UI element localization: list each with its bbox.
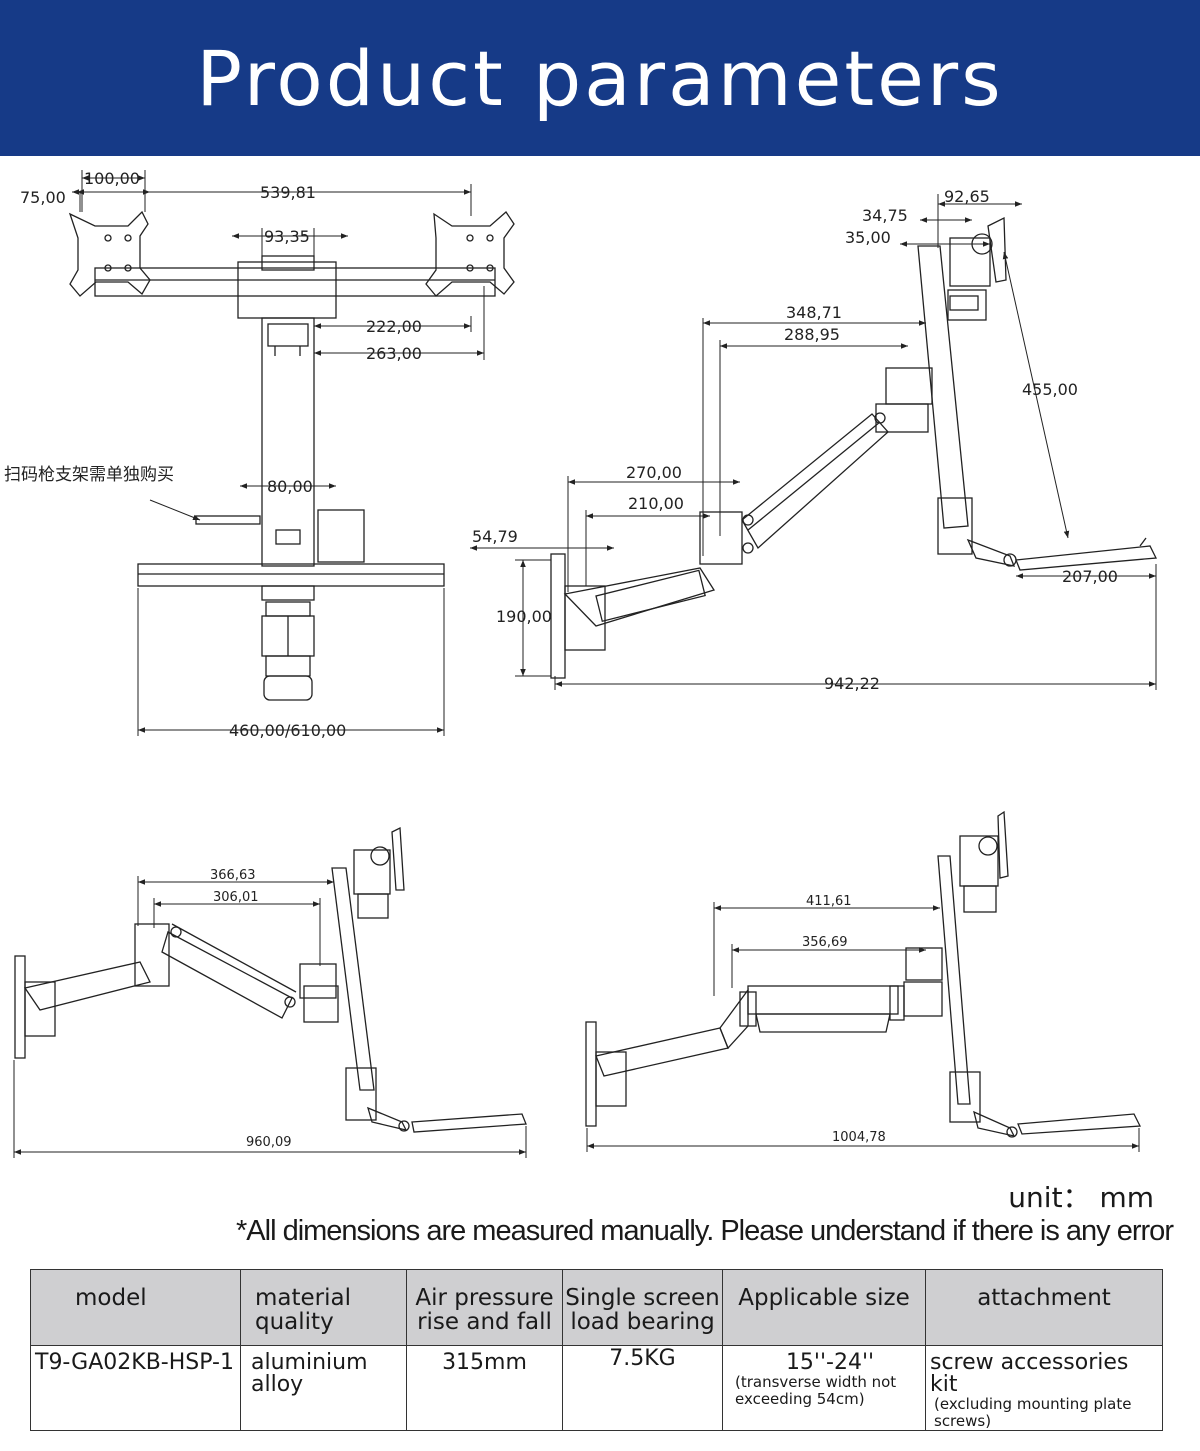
lower-left-view (14, 826, 527, 1133)
dim-34: 34,75 (862, 206, 908, 225)
dim-100: 100,00 (84, 169, 140, 188)
dim-270: 270,00 (626, 463, 682, 482)
lower-right-view (585, 810, 1142, 1138)
dimension-drawings: 100,00 75,00 539,81 93,35 222,00 263,00 … (0, 156, 1200, 1166)
cell-air-pressure: 315mm (406, 1345, 563, 1431)
dim-288: 288,95 (784, 325, 840, 344)
dim-356: 356,69 (802, 935, 848, 950)
vesa-plate-right (425, 211, 515, 297)
lower-left-dims (13, 876, 527, 1158)
dim-539: 539,81 (260, 183, 316, 202)
dim-210: 210,00 (628, 494, 684, 513)
dim-190: 190,00 (496, 607, 552, 626)
dim-92: 92,65 (944, 187, 990, 206)
dim-366: 366,63 (210, 868, 256, 883)
side-view-dims (470, 194, 1157, 690)
side-view (550, 216, 1158, 679)
cell-load-bearing: 7.5KG (562, 1345, 723, 1431)
dim-222: 222,00 (366, 317, 422, 336)
header-banner: Product parameters (0, 0, 1200, 156)
dim-80: 80,00 (267, 477, 313, 496)
dim-93: 93,35 (264, 227, 310, 246)
front-view-dims (72, 170, 485, 736)
page-title: Product parameters (196, 33, 1004, 123)
technical-drawing-svg: 100,00 75,00 539,81 93,35 222,00 263,00 … (4, 169, 1158, 1158)
dim-460-610: 460,00/610,00 (229, 721, 346, 740)
dim-207: 207,00 (1062, 567, 1118, 586)
dim-54: 54,79 (472, 527, 518, 546)
dim-263: 263,00 (366, 344, 422, 363)
dim-942: 942,22 (824, 674, 880, 693)
dim-1004: 1004,78 (832, 1130, 886, 1145)
dim-35: 35,00 (845, 228, 891, 247)
header-attachment: attachment (925, 1269, 1163, 1346)
measurement-notice: *All dimensions are measured manually. P… (236, 1215, 1174, 1247)
scanner-note: 扫码枪支架需单独购买 (4, 465, 174, 485)
lower-right-dims (586, 902, 1140, 1152)
vesa-plate-left (68, 210, 151, 297)
dim-960: 960,09 (246, 1135, 292, 1150)
cell-attachment: screw accessories kit (excluding mountin… (925, 1345, 1163, 1431)
front-view (68, 210, 515, 701)
header-model: model (30, 1269, 241, 1346)
dim-455: 455,00 (1022, 380, 1078, 399)
dim-348: 348,71 (786, 303, 842, 322)
dim-75: 75,00 (20, 188, 66, 207)
cell-applicable-size: 15''-24'' (transverse width not exceedin… (722, 1345, 926, 1431)
dim-306: 306,01 (213, 890, 259, 905)
dim-411: 411,61 (806, 894, 852, 909)
header-applicable-size: Applicable size (722, 1269, 926, 1346)
unit-label: unit： mm (1008, 1181, 1154, 1214)
cell-model: T9-GA02KB-HSP-1 (30, 1345, 241, 1431)
